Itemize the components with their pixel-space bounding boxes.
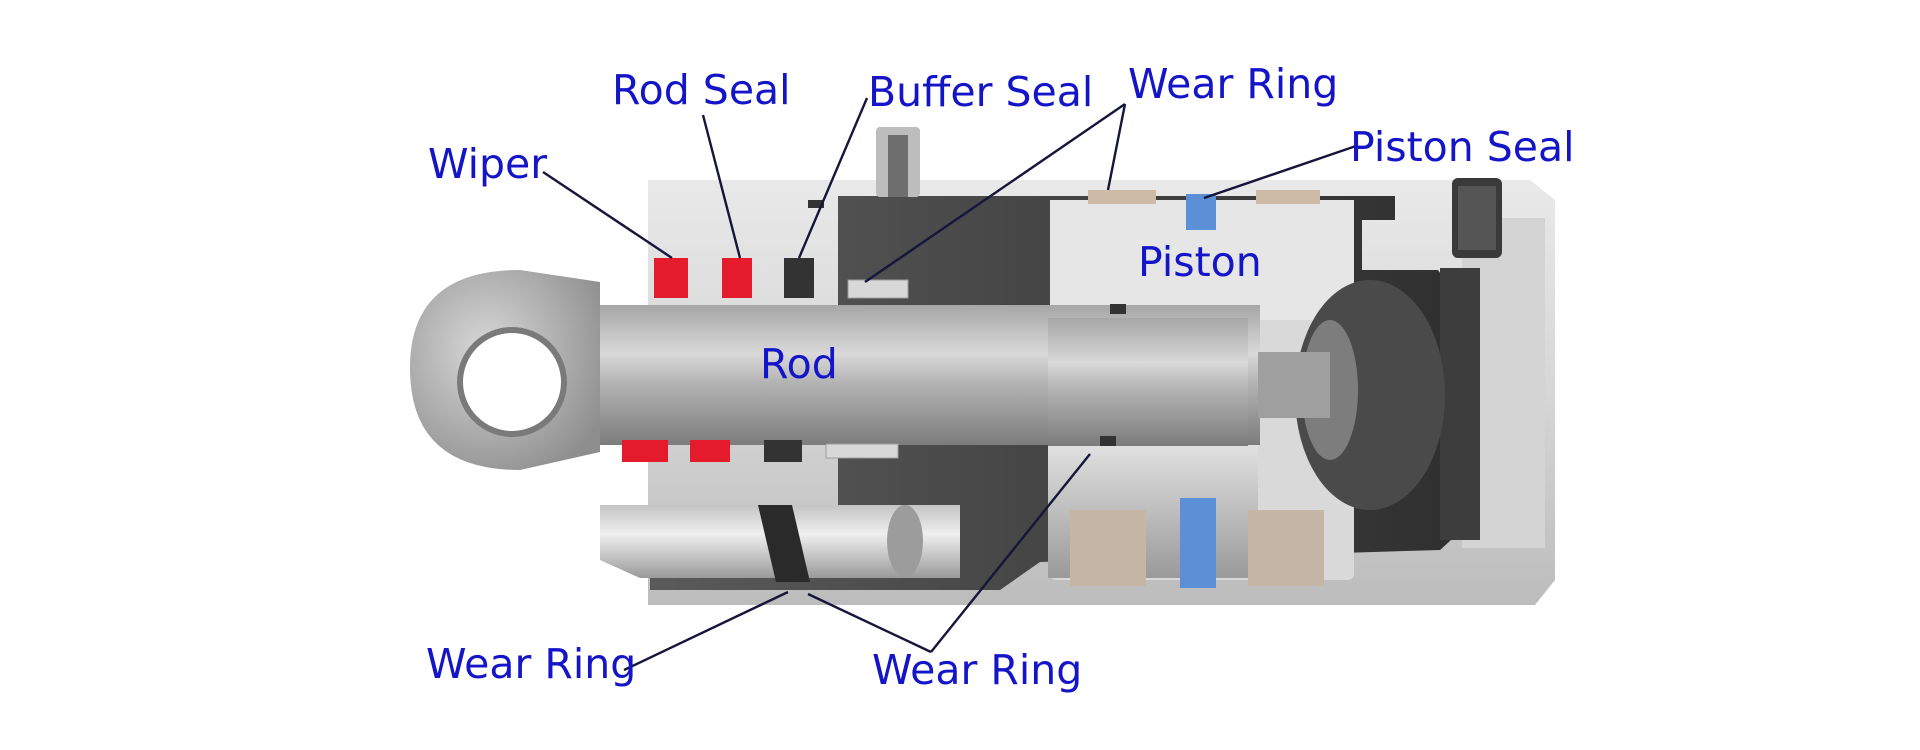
wear-ring-top-rod [847, 279, 909, 299]
buffer-seal-leader [797, 97, 869, 259]
rod-seal-leader [701, 114, 742, 259]
gland [600, 505, 960, 582]
rod-seal-small-bottom [1100, 436, 1116, 446]
leader-lines [542, 97, 1357, 672]
label-buffer-seal: Buffer Seal [868, 68, 1093, 116]
wear-ring-bottom-left-leader [623, 590, 789, 672]
rod-eye [410, 270, 600, 470]
wear-ring-top-leader-1 [864, 103, 1126, 283]
label-piston-seal: Piston Seal [1350, 123, 1575, 171]
wear-ring-bottom-center-leader-1 [807, 592, 932, 654]
piston-seal-top [1186, 194, 1216, 230]
body-marker [808, 200, 824, 208]
label-wiper: Wiper [428, 140, 547, 188]
rod-seal-top [722, 258, 752, 298]
wear-ring-bottom-center-leader-2 [930, 453, 1091, 653]
label-rod-seal: Rod Seal [612, 66, 791, 114]
wear-ring-top-piston-2 [1256, 190, 1320, 204]
wiper-leader [542, 171, 673, 259]
rod [580, 305, 1330, 446]
label-rod: Rod [760, 340, 838, 388]
port-fitting [876, 127, 920, 197]
buffer-seal-bottom [764, 440, 802, 462]
labels: Wiper Rod Seal Buffer Seal Wear Ring Pis… [426, 60, 1575, 694]
rod-seal-bottom [690, 440, 730, 462]
label-piston: Piston [1138, 238, 1262, 286]
piston-seal-leader [1203, 144, 1357, 200]
wiper-seal-bottom [622, 440, 668, 462]
label-wear-ring-bottom-left: Wear Ring [426, 640, 636, 688]
wear-ring-top-piston-1 [1088, 190, 1156, 204]
wear-ring-top-leader-2 [1106, 103, 1127, 191]
wear-ring-bottom-rod [825, 443, 899, 459]
seals [622, 190, 1320, 462]
wiper-seal-top [654, 258, 688, 298]
rod-seal-small [1110, 304, 1126, 314]
label-wear-ring-bottom-center: Wear Ring [872, 646, 1082, 694]
label-wear-ring-top: Wear Ring [1128, 60, 1338, 108]
buffer-seal-top [784, 258, 814, 298]
